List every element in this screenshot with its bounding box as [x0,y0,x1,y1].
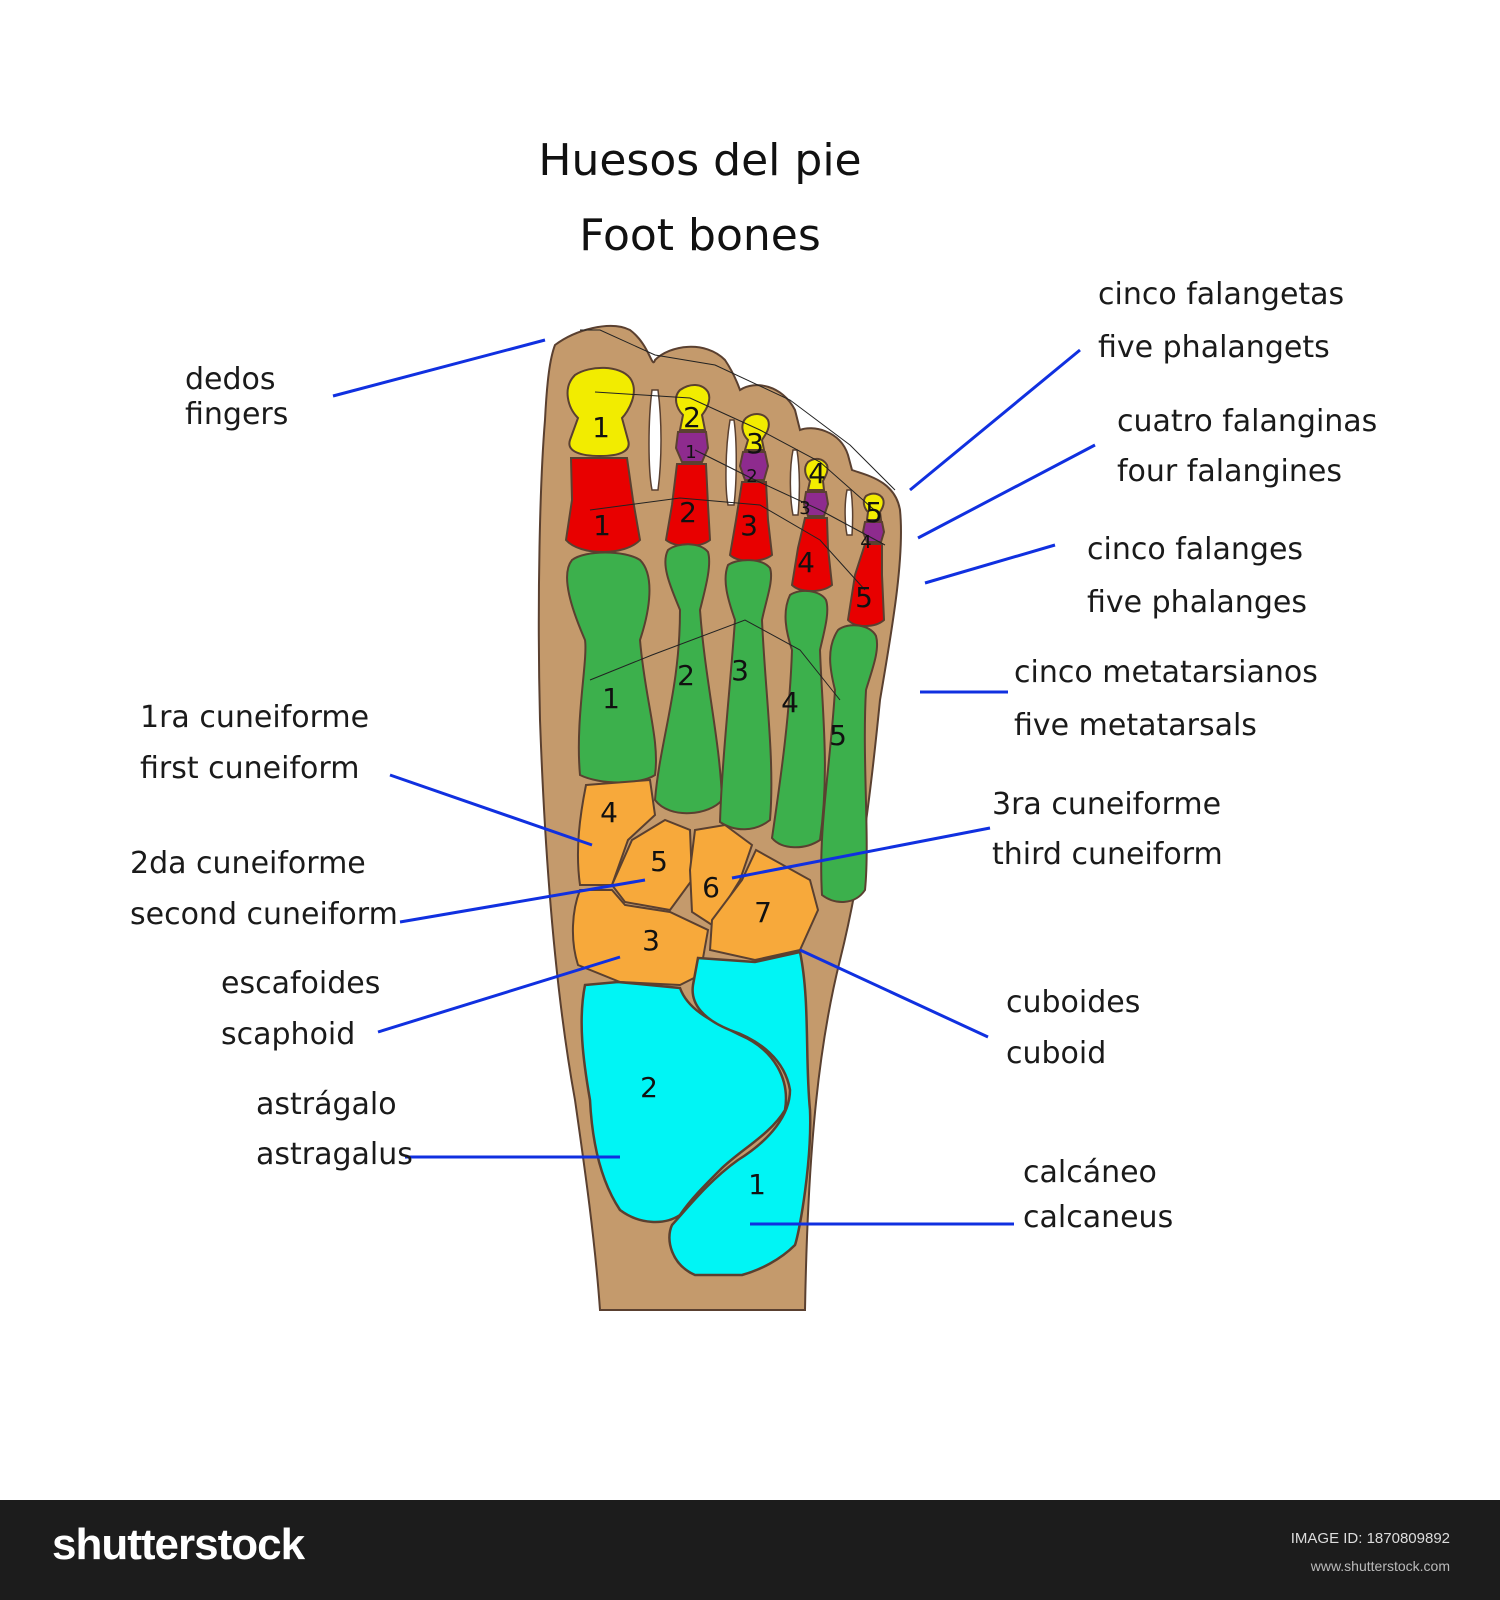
guide-lines [580,329,896,701]
tarsal-number: 4 [600,796,618,829]
distal-number: 4 [808,457,826,490]
tarsal-cyan [580,950,812,1277]
tarsal-orange [571,778,820,987]
label-calcaneus-en: calcaneus [1023,1200,1174,1235]
brand-logo: shutterstock [52,1520,305,1569]
tarsal-number: 2 [640,1071,658,1104]
middle-number: 2 [746,466,757,487]
label-falangines: cuatro falanginas four falangines [1117,397,1377,497]
label-astragalus: astrágalo astragalus [256,1080,413,1180]
label-calcaneus-es: calcáneo [1023,1155,1157,1190]
proximal-number: 1 [593,509,611,542]
proximal-number: 2 [679,496,697,529]
label-first-cuneiform: 1ra cuneiforme first cuneiform [140,692,369,794]
distal-number: 3 [746,427,764,460]
label-calcaneus: calcáneo calcaneus [1023,1150,1173,1240]
metatarsal-number: 5 [829,719,847,752]
label-third-cuneiform-en: third cuneiform [992,837,1223,872]
metatarsal-number: 2 [677,659,695,692]
label-astragalus-es: astrágalo [256,1087,397,1122]
proximal-number: 4 [797,546,815,579]
distal-number: 5 [865,496,883,529]
label-second-cuneiform-es: 2da cuneiforme [130,846,366,881]
label-toes-es: dedos [185,362,276,397]
label-toes: dedos fingers [185,362,288,433]
pointer-lines [332,338,1096,1226]
label-scaphoid-en: scaphoid [221,1017,356,1052]
label-phalangets: cinco falangetas five phalangets [1098,268,1344,374]
tarsal-number: 3 [642,924,660,957]
label-metatarsals-es: cinco metatarsianos [1014,655,1318,690]
middle-number: 1 [685,442,696,463]
distal-number: 2 [683,401,701,434]
metatarsal-number: 4 [781,686,799,719]
label-second-cuneiform-en: second cuneiform [130,897,398,932]
middle-phalanges [674,431,886,543]
label-first-cuneiform-es: 1ra cuneiforme [140,700,370,735]
label-phalangets-en: five phalangets [1098,330,1330,365]
proximal-number: 3 [740,509,758,542]
metatarsals [566,543,878,903]
label-third-cuneiform-es: 3ra cuneiforme [992,787,1222,822]
distal-phalanges [566,366,885,521]
middle-number: 4 [860,532,871,553]
label-scaphoid: escafoides scaphoid [221,958,380,1060]
label-astragalus-en: astragalus [256,1137,413,1172]
label-first-cuneiform-en: first cuneiform [140,751,360,786]
label-phalanges-en: five phalanges [1087,585,1307,620]
footer-bar: shutterstock IMAGE ID: 1870809892 www.sh… [0,1500,1500,1600]
image-id: IMAGE ID: 1870809892 [1290,1530,1450,1547]
tarsal-number: 5 [650,845,668,878]
site-url: www.shutterstock.com [1310,1558,1450,1574]
label-phalanges: cinco falanges five phalanges [1087,523,1307,629]
label-cuboid-en: cuboid [1006,1036,1107,1071]
proximal-number: 5 [855,581,873,614]
distal-number: 1 [592,411,610,444]
label-phalanges-es: cinco falanges [1087,532,1304,567]
label-cuboid-es: cuboides [1006,985,1141,1020]
label-metatarsals: cinco metatarsianos five metatarsals [1014,646,1318,752]
title-spanish: Huesos del pie [538,135,862,186]
label-second-cuneiform: 2da cuneiforme second cuneiform [130,838,398,940]
tarsal-number: 1 [748,1168,766,1201]
label-falangines-es: cuatro falanginas [1117,404,1378,439]
metatarsal-number: 1 [602,682,620,715]
title-english: Foot bones [579,210,821,261]
label-falangines-en: four falangines [1117,454,1342,489]
label-metatarsals-en: five metatarsals [1014,708,1257,743]
label-cuboid: cuboides cuboid [1006,977,1140,1079]
label-scaphoid-es: escafoides [221,966,381,1001]
metatarsal-number: 3 [731,654,749,687]
label-third-cuneiform: 3ra cuneiforme third cuneiform [992,780,1223,880]
tarsal-number: 7 [754,896,772,929]
label-toes-en: fingers [185,397,289,433]
proximal-phalanges [564,457,886,627]
tarsal-number: 6 [702,871,720,904]
middle-number: 3 [799,498,810,519]
foot-diagram: 1 2 3 4 5 1 2 3 4 1 2 3 4 5 1 2 3 4 5 1 … [332,324,1096,1311]
bone-numbers: 1 2 3 4 5 1 2 3 4 1 2 3 4 5 1 2 3 4 5 1 … [592,401,883,1201]
label-phalangets-es: cinco falangetas [1098,277,1345,312]
